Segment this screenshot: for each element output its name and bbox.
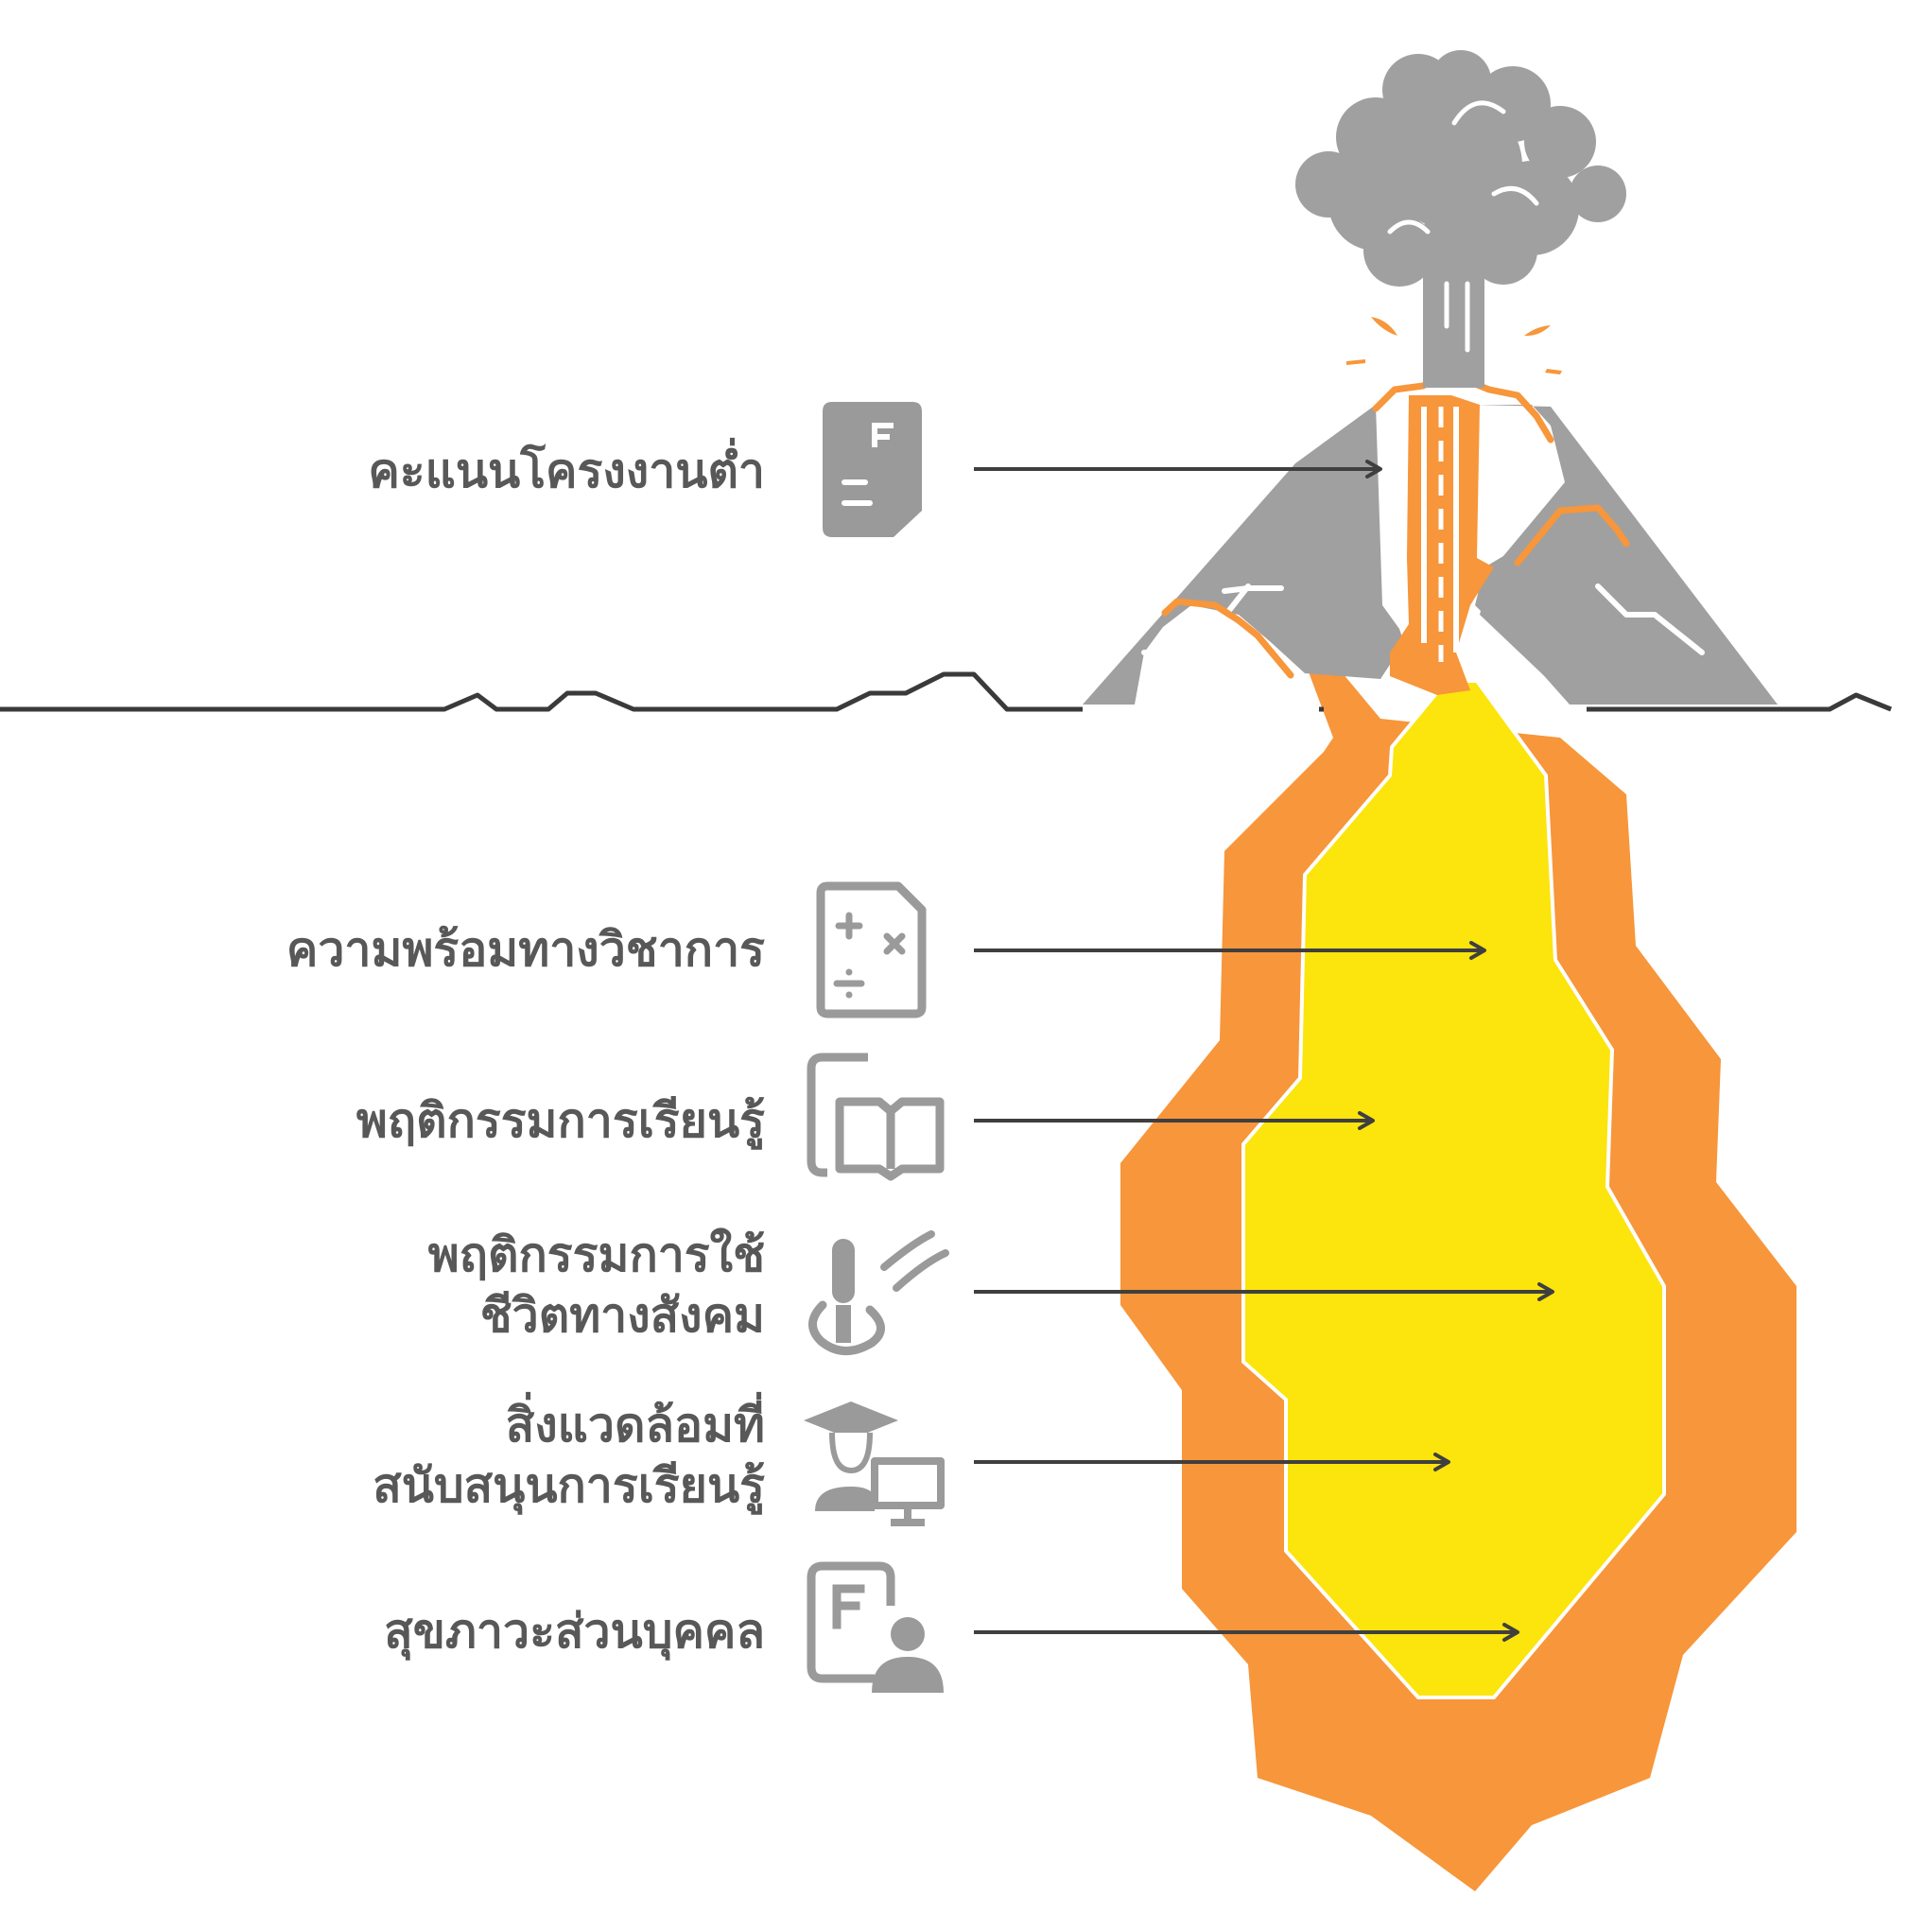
smoke-puff bbox=[1363, 215, 1435, 287]
mountain-ridges bbox=[1141, 583, 1705, 655]
graduate-computer-icon bbox=[804, 1401, 945, 1526]
rim-right-flow bbox=[1514, 504, 1630, 566]
ridge-left-2 bbox=[1222, 585, 1284, 594]
ridge-left-1 bbox=[1141, 583, 1251, 655]
magma-body bbox=[1120, 662, 1796, 1891]
smoke-puff bbox=[1524, 106, 1596, 178]
microphone-social-icon bbox=[808, 1230, 949, 1355]
smoke-puff bbox=[1417, 210, 1489, 282]
math-worksheet-icon bbox=[816, 881, 927, 1018]
label-line: สุขภาวะส่วนบุคคล bbox=[384, 1604, 765, 1659]
label-line: สิ่งแวดล้อมที่ bbox=[505, 1398, 765, 1453]
icons bbox=[804, 402, 949, 1693]
magma-inner-core bbox=[1241, 679, 1666, 1699]
smoke-plume bbox=[1295, 50, 1626, 388]
rim-left-flow bbox=[1161, 598, 1294, 679]
student-grade-report-icon bbox=[807, 1561, 944, 1693]
tablet-open-book-icon bbox=[807, 1053, 945, 1181]
hidden-factor-label-4: สิ่งแวดล้อมที่ สนับสนุนการเรียนรู้ bbox=[373, 1395, 765, 1516]
ridge-right-1 bbox=[1595, 583, 1705, 655]
hidden-factor-label-1: ความพร้อมทางวิชาการ bbox=[286, 919, 765, 980]
ground-line bbox=[0, 671, 1892, 712]
label-line: ชีวิตทางสังคม bbox=[479, 1288, 765, 1343]
smoke-curl bbox=[1491, 185, 1539, 206]
smoke-puff bbox=[1570, 165, 1626, 222]
smoke-details bbox=[1387, 100, 1539, 353]
visible-factor-label: คะแนนโครงงานต่ำ bbox=[368, 441, 765, 501]
splash-left-1 bbox=[1371, 317, 1397, 336]
splash-right-1 bbox=[1524, 325, 1551, 337]
mountain-right-body bbox=[1480, 515, 1778, 705]
label-line: คะแนนโครงงานต่ำ bbox=[368, 444, 765, 498]
mountain-left-slope bbox=[1083, 405, 1404, 705]
smoke-curl bbox=[1387, 219, 1431, 235]
label-line: สนับสนุนการเรียนรู้ bbox=[373, 1458, 765, 1513]
smoke-curl bbox=[1451, 100, 1506, 126]
volcano-mountain bbox=[1083, 405, 1778, 705]
arrows bbox=[974, 460, 1554, 1642]
lava-channel bbox=[1390, 395, 1494, 695]
lava-splashes bbox=[1346, 317, 1562, 374]
label-line: พฤติกรรมการใช้ bbox=[427, 1227, 765, 1282]
hidden-factor-label-5: สุขภาวะส่วนบุคคล bbox=[384, 1601, 765, 1662]
hidden-factor-label-3: พฤติกรรมการใช้ ชีวิตทางสังคม bbox=[428, 1225, 765, 1346]
label-line: ความพร้อมทางวิชาการ bbox=[286, 922, 765, 977]
hidden-factor-label-2: พฤติกรรมการเรียนรู้ bbox=[356, 1090, 765, 1151]
failing-grade-document-icon bbox=[823, 402, 922, 537]
splash-right-2 bbox=[1545, 369, 1562, 374]
splash-left-2 bbox=[1346, 359, 1365, 365]
label-line: พฤติกรรมการเรียนรู้ bbox=[356, 1093, 765, 1148]
